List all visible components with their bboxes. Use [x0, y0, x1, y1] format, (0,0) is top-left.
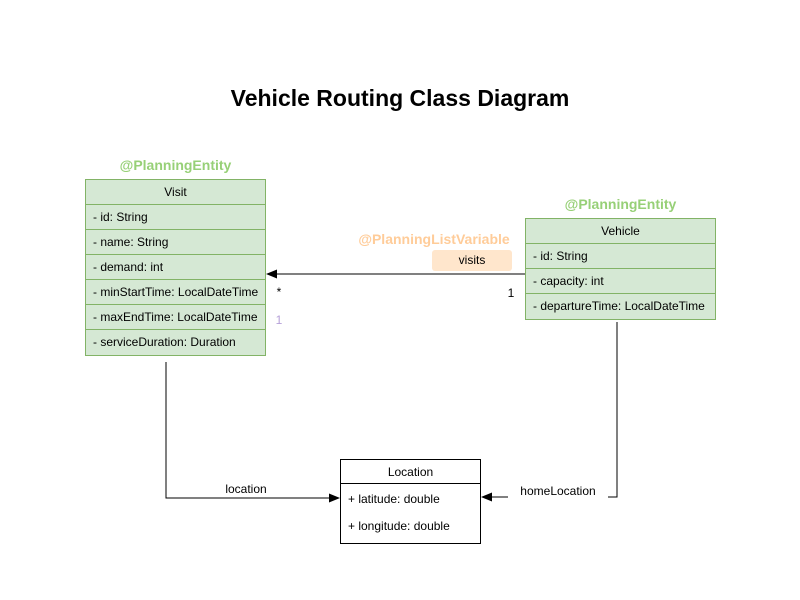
vehicle-planning-entity-annotation: @PlanningEntity: [564, 196, 677, 212]
location-attribute: + longitude: double: [348, 519, 450, 533]
diagram-title: Vehicle Routing Class Diagram: [230, 85, 570, 111]
vehicle-class: Vehicle - id: String - capacity: int - d…: [525, 218, 716, 320]
visit-attribute: - name: String: [86, 230, 265, 255]
multiplicity-one-muted: 1: [275, 313, 283, 327]
location-attribute: + latitude: double: [348, 492, 440, 506]
visit-attribute: - minStartTime: LocalDateTime: [86, 280, 265, 305]
visit-class: Visit - id: String - name: String - dema…: [85, 179, 266, 356]
visits-edge-label: visits: [432, 250, 512, 271]
visit-class-name: Visit: [86, 180, 265, 205]
vehicle-location-edge-line: [483, 322, 618, 498]
multiplicity-star-at-visit: *: [276, 285, 282, 299]
vehicle-location-edge-arrowhead: [481, 492, 492, 502]
visit-attribute: - demand: int: [86, 255, 265, 280]
visit-attribute: - maxEndTime: LocalDateTime: [86, 305, 265, 330]
visit-location-edge-line: [165, 362, 338, 499]
location-edge-label: location: [196, 482, 296, 496]
visit-location-edge-arrowhead: [329, 493, 340, 503]
multiplicity-one-at-vehicle: 1: [507, 286, 515, 300]
home-location-edge-label: homeLocation: [508, 484, 608, 498]
vehicle-attribute: - departureTime: LocalDateTime: [533, 299, 705, 313]
visits-edge-arrowhead: [266, 269, 277, 279]
visit-attribute: - id: String: [86, 205, 265, 230]
planning-list-variable-annotation: @PlanningListVariable: [358, 231, 510, 247]
visit-attribute: - serviceDuration: Duration: [93, 335, 236, 349]
vehicle-class-name: Vehicle: [526, 219, 715, 244]
location-class: Location + latitude: double + longitude:…: [340, 459, 481, 544]
location-class-name: Location: [341, 460, 480, 484]
visit-planning-entity-annotation: @PlanningEntity: [119, 157, 232, 173]
vehicle-attribute: - id: String: [526, 244, 715, 269]
vehicle-attribute: - capacity: int: [526, 269, 715, 294]
